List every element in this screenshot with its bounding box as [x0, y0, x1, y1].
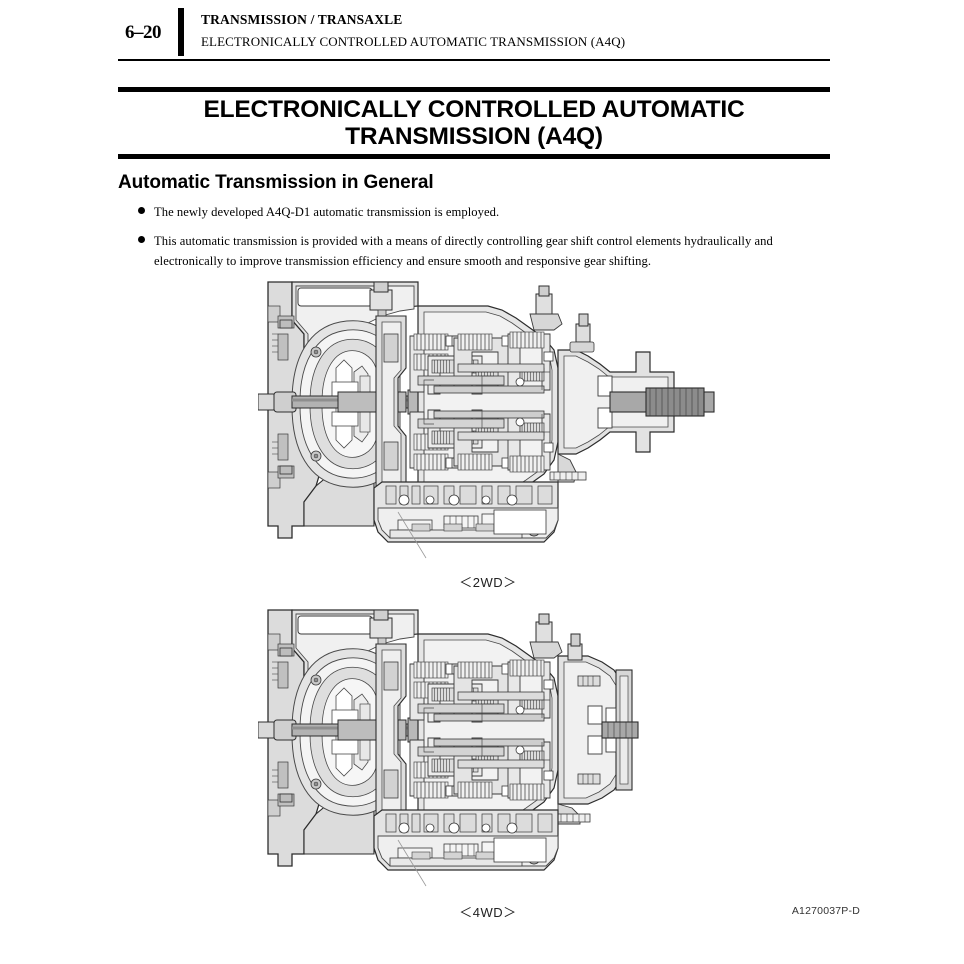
bullet-dot-icon: [138, 235, 145, 243]
header-rule: [118, 59, 830, 61]
figure-transmission-cutaway-2wd: [258, 276, 718, 566]
header-section-title: TRANSMISSION / TRANSAXLE: [201, 12, 403, 27]
page-number: 6–20: [125, 22, 162, 43]
title-rule-bottom: [118, 154, 830, 159]
list-item: The newly developed A4Q-D1 automatic tra…: [138, 202, 838, 222]
section-heading: Automatic Transmission in General: [118, 172, 434, 193]
figure-caption-2wd: ＜2WD＞: [459, 575, 517, 590]
title-rule-top: [118, 87, 830, 92]
figure-transmission-cutaway-4wd: [258, 604, 718, 894]
figure-reference-code: A1270037P-D: [791, 905, 860, 917]
list-item-text: This automatic transmission is provided …: [154, 234, 773, 268]
bullet-dot-icon: [138, 206, 145, 214]
header-title-group: TRANSMISSION / TRANSAXLE ELECTRONICALLY …: [201, 10, 841, 52]
list-item-text: The newly developed A4Q-D1 automatic tra…: [154, 205, 500, 219]
bullet-list: The newly developed A4Q-D1 automatic tra…: [138, 202, 838, 280]
page-title: ELECTRONICALLY CONTROLLED AUTOMATIC TRAN…: [203, 96, 745, 150]
header-divider-bar: [178, 8, 184, 56]
header-subsection-title: ELECTRONICALLY CONTROLLED AUTOMATIC TRAN…: [201, 34, 626, 49]
transmission-drawing-4wd: [258, 609, 639, 887]
page-header: 6–20 TRANSMISSION / TRANSAXLE ELECTRONIC…: [0, 0, 964, 70]
transmission-drawing-2wd: [258, 281, 715, 559]
figure-caption-4wd: ＜4WD＞: [459, 905, 517, 920]
list-item: This automatic transmission is provided …: [138, 231, 838, 271]
